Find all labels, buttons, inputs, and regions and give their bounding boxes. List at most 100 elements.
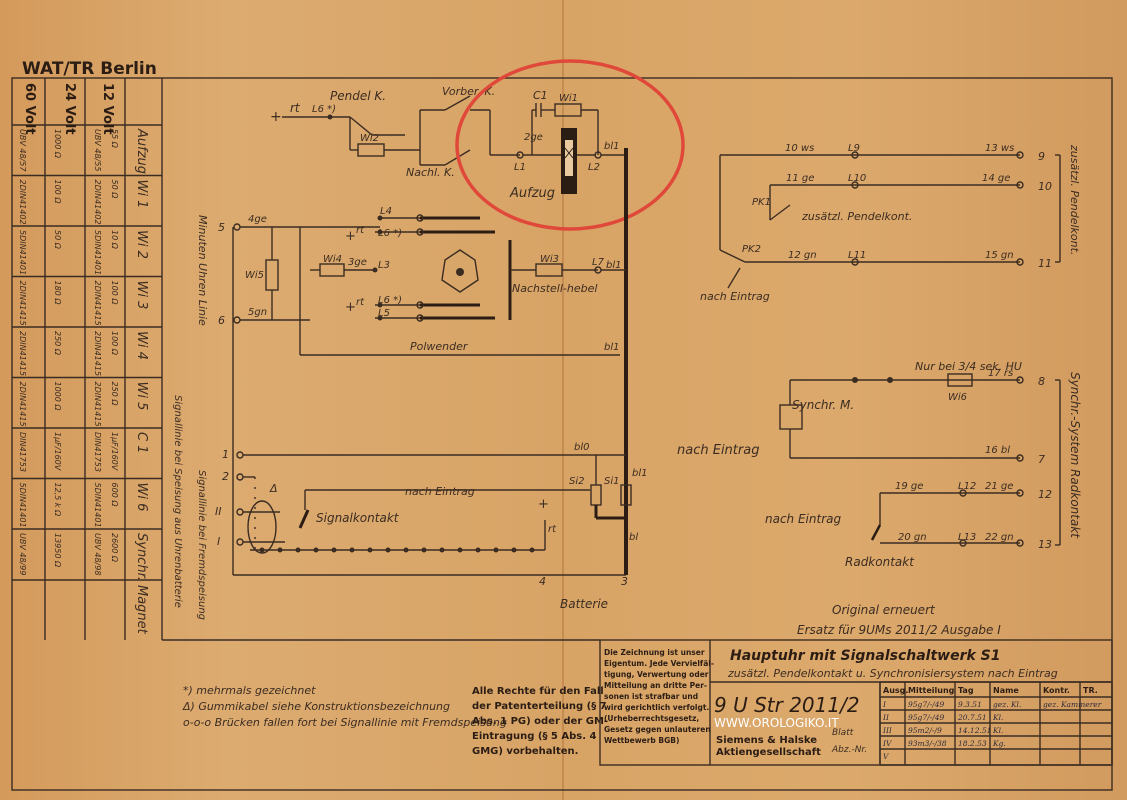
nur-bei-label: Nur bei 3/4 sek. HU — [915, 360, 1022, 373]
rev-header: Mitteilung — [908, 686, 955, 695]
voltage-label-2: 12 Volt — [100, 83, 115, 135]
svg-text:GMG) vorbehalten.: GMG) vorbehalten. — [472, 746, 578, 757]
ge21-label: 21 ge — [985, 481, 1013, 492]
table-cell: 5DIN41401 — [93, 230, 102, 275]
l4-label: L4 — [380, 206, 392, 217]
minuten-label: Minuten Uhren Linie — [196, 215, 209, 326]
delta-label: Δ — [269, 482, 278, 495]
voltage-label-1: 24 Volt — [62, 83, 77, 135]
gn12-label: 12 gn — [788, 250, 817, 261]
table-header-5: Wi 5 — [134, 382, 149, 411]
synchr-m-label: Synchr. M. — [792, 398, 854, 412]
si2-label: Si2 — [569, 476, 585, 487]
rev-header: Name — [993, 686, 1019, 695]
synchr-system-label: Synchr.-System Radkontakt — [1068, 372, 1082, 539]
table-cell: UBV 48/98 — [93, 533, 102, 575]
table-cell: 2DIN41415 — [18, 281, 27, 326]
l9-label: L9 — [848, 143, 860, 154]
ersatz-note: Ersatz für 9UMs 2011/2 Ausgabe I — [797, 623, 1001, 637]
gn22-label: 22 gn — [985, 532, 1014, 543]
terminal-8: 8 — [1038, 375, 1045, 388]
svg-text:wird gerichtlich verfolgt.: wird gerichtlich verfolgt. — [604, 703, 709, 712]
svg-text:tigung, Verwertung oder: tigung, Verwertung oder — [604, 670, 709, 679]
terminal-10: 10 — [1038, 180, 1052, 193]
ge3-label: 3ge — [348, 257, 367, 268]
rev-cell: gez. Kl. — [993, 700, 1021, 709]
svg-text:rt: rt — [356, 297, 365, 308]
synchr-magnet — [779, 404, 803, 430]
original-note: Original erneuert — [832, 603, 936, 617]
signallinie-1-label: Signallinie bei Speisung aus Uhrenbatter… — [172, 395, 183, 608]
rev-header: Ausg. — [883, 686, 908, 695]
table-cell: 100 Ω — [110, 331, 119, 356]
aufzug-section: + rt L6 *) Pendel K. Wi2 Vorber. K. Nach… — [270, 59, 685, 231]
table-header-2: Wi 2 — [134, 230, 149, 259]
wi3-label: Wi3 — [540, 254, 559, 265]
drawing-subtitle: zusätzl. Pendelkontakt u. Synchronisiers… — [727, 667, 1058, 680]
company-line-1: Siemens & Halske — [716, 735, 817, 746]
pendel-extra-section: 10 ws L9 13 ws 11 ge L10 14 ge PK1 zusät… — [700, 143, 1081, 303]
rev-header: Kontr. — [1043, 686, 1070, 695]
svg-text:sonen ist strafbar und: sonen ist strafbar und — [604, 692, 698, 701]
table-header-1: Wi 1 — [134, 180, 149, 209]
table-cell: 2DIN41402 — [18, 180, 27, 225]
table-cell: 2DIN41415 — [18, 331, 27, 376]
rev-cell: Kl. — [992, 726, 1003, 735]
svg-text:+: + — [270, 109, 282, 125]
signal-section: Signallinie bei Speisung aus Uhrenbatter… — [172, 227, 648, 620]
bl1-label-2: bl1 — [606, 260, 622, 271]
rev-cell: Kl. — [992, 713, 1003, 722]
table-cell: 100 Ω — [110, 281, 119, 306]
ge14-label: 14 ge — [982, 173, 1010, 184]
nach-eintrag-2-label: nach Eintrag — [700, 290, 770, 303]
table-header-7: Wi 6 — [134, 483, 149, 512]
c1-label: C1 — [533, 89, 548, 102]
bl16-label: 16 bl — [985, 445, 1010, 456]
watermark: WWW.OROLOGIKO.IT — [714, 716, 839, 730]
svg-text:Gesetz gegen unlauteren: Gesetz gegen unlauteren — [604, 725, 711, 734]
svg-text:+: + — [538, 497, 549, 512]
l6-label-2: L6 *) — [378, 228, 402, 239]
ge11-label: 11 ge — [786, 173, 814, 184]
svg-text:rt: rt — [548, 524, 557, 535]
svg-text:+: + — [345, 300, 356, 315]
polwender-wheel — [441, 249, 479, 293]
rev-cell: 9.3.51 — [958, 700, 982, 709]
signalkontakt-label: Signalkontakt — [316, 511, 400, 525]
rs17-label: 17 rs — [988, 368, 1013, 379]
legend-line-1: *) mehrmals gezeichnet — [183, 684, 316, 697]
table-cell: 2DIN41415 — [18, 382, 27, 427]
blatt-label: Blatt — [832, 728, 854, 738]
minuten-section: Minuten Uhren Linie 5 6 4ge 5gn Wi5 L4 L… — [196, 206, 626, 356]
l10-label: L10 — [848, 173, 866, 184]
synchr-section: Nur bei 3/4 sek. HU Wi6 17 rs Synchr. M.… — [677, 360, 1082, 569]
stamp: WAT/TR Berlin — [22, 59, 157, 79]
battery-terminal-4: 4 — [539, 575, 546, 588]
svg-text:Eigentum. Jede Vervielfäl-: Eigentum. Jede Vervielfäl- — [604, 659, 714, 668]
svg-text:Wettbewerb BGB): Wettbewerb BGB) — [604, 736, 679, 745]
drawing-title: Hauptuhr mit Signalschaltwerk S1 — [730, 648, 1001, 664]
table-cell: UBV 48/99 — [18, 533, 27, 575]
batterie-label: Batterie — [560, 597, 608, 611]
terminal-1: 1 — [222, 448, 229, 461]
battery-terminal-3: 3 — [621, 575, 628, 588]
drawing-number: 9 U Str 2011/2 — [714, 693, 860, 717]
terminal-9: 9 — [1038, 150, 1045, 163]
terminal-2: 2 — [222, 470, 229, 483]
rev-header: Tag — [958, 686, 974, 695]
ge4-label: 4ge — [248, 214, 267, 225]
table-cell: 2DIN41402 — [93, 180, 102, 225]
table-header-3: Wi 3 — [134, 281, 149, 310]
highlight-circle — [455, 59, 685, 231]
table-cell: 1000 Ω — [53, 129, 62, 159]
table-cell: 2DIN41415 — [93, 382, 102, 427]
nachl-label: Nachl. K. — [406, 166, 455, 179]
svg-text:+: + — [345, 229, 356, 244]
ws13-label: 13 ws — [985, 143, 1014, 154]
voltage-label-0: 60 Volt — [22, 83, 37, 135]
svg-text:Abs. 1 PG) oder der GM-: Abs. 1 PG) oder der GM- — [472, 716, 608, 727]
